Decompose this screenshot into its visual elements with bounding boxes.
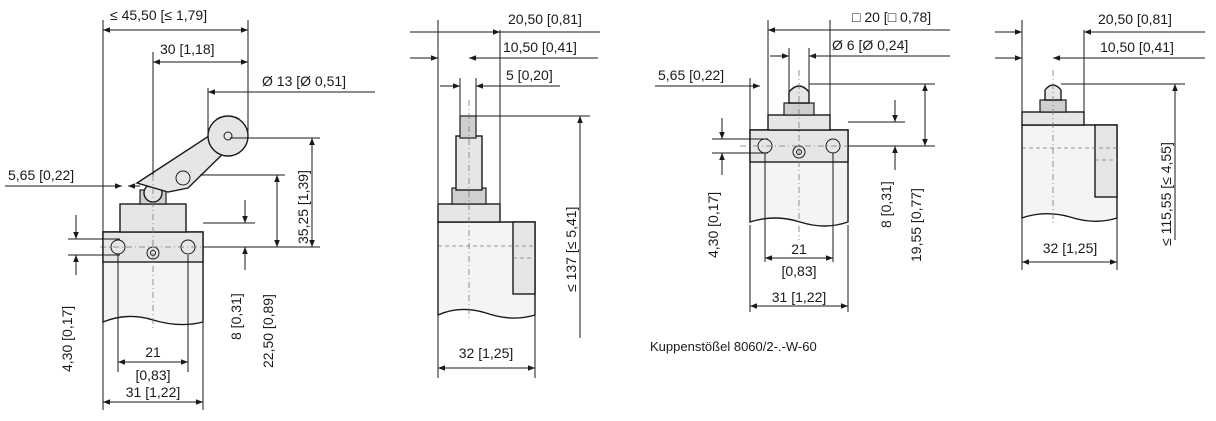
dim-side-body-depth: 32 [1,25] — [459, 345, 514, 361]
view-dome-plunger: □ 20 [□ 0,78] Ø 6 [Ø 0,24] 5,65 [0,22] 4… — [650, 9, 950, 354]
dim-dome-hole-spacing-a: 21 — [791, 241, 807, 257]
dim-hole-offset: 4,30 [0,17] — [59, 306, 75, 372]
dim-dome-side-mid-offset: 10,50 [0,41] — [1100, 39, 1174, 55]
dim-actuator-height: 22,50 [0,89] — [260, 294, 276, 368]
dim-dome-hole-spacing-b: [0,83] — [781, 263, 816, 279]
mounting-hole-left — [110, 239, 126, 255]
dim-dome-side-total-height: ≤ 115,55 [≤ 4,55] — [1158, 142, 1174, 246]
dim-dome-body-width: 31 [1,22] — [772, 289, 827, 305]
dim-body-width: 31 [1,22] — [126, 384, 181, 400]
dim-plunger-diameter: Ø 6 [Ø 0,24] — [832, 37, 908, 53]
dim-dome-hole-offset: 4,30 [0,17] — [705, 192, 721, 258]
dome-side-body — [1021, 124, 1118, 222]
dim-plunger-width: 5 [0,20] — [506, 67, 553, 83]
caption: Kuppenstößel 8060/2-.-W-60 — [650, 339, 817, 354]
roller — [207, 115, 249, 157]
dim-dome-side-top-offset: 20,50 [0,81] — [1098, 11, 1172, 27]
dim-hole-spacing-b: [0,83] — [135, 367, 170, 383]
dim-dome-side-body-depth: 32 [1,25] — [1043, 240, 1098, 256]
dim-side-top-offset: 20,50 [0,81] — [508, 11, 582, 27]
dim-width-overall: ≤ 45,50 [≤ 1,79] — [110, 7, 207, 23]
dim-hole-spacing-a: 21 — [145, 344, 161, 360]
plunger-tip — [459, 115, 477, 139]
dim-plunger-height: 19,55 [0,77] — [908, 188, 924, 262]
dim-lever-height: 35,25 [1,39] — [295, 170, 311, 244]
dim-side-mid-offset: 10,50 [0,41] — [503, 39, 577, 55]
dim-hole-height: 8 [0,31] — [228, 293, 244, 340]
dim-dome-mount-offset: 5,65 [0,22] — [658, 67, 724, 83]
view-side-plunger: 20,50 [0,81] 10,50 [0,41] 5 [0,20] ≤ 137… — [410, 11, 600, 378]
view-dome-side: 20,50 [0,81] 10,50 [0,41] ≤ 115,55 [≤ 4,… — [995, 11, 1205, 270]
dim-total-height: ≤ 137 [≤ 5,41] — [563, 207, 579, 292]
dim-mount-offset: 5,65 [0,22] — [8, 167, 74, 183]
view-roller-lever: ≤ 45,50 [≤ 1,79] 30 [1,18] Ø 13 [Ø 0,51]… — [5, 7, 375, 410]
dim-roller-offset: 30 [1,18] — [160, 41, 215, 57]
dim-roller-diameter: Ø 13 [Ø 0,51] — [262, 73, 346, 89]
dim-dome-hole-height: 8 [0,31] — [878, 181, 894, 228]
dim-square: □ 20 [□ 0,78] — [852, 9, 931, 25]
